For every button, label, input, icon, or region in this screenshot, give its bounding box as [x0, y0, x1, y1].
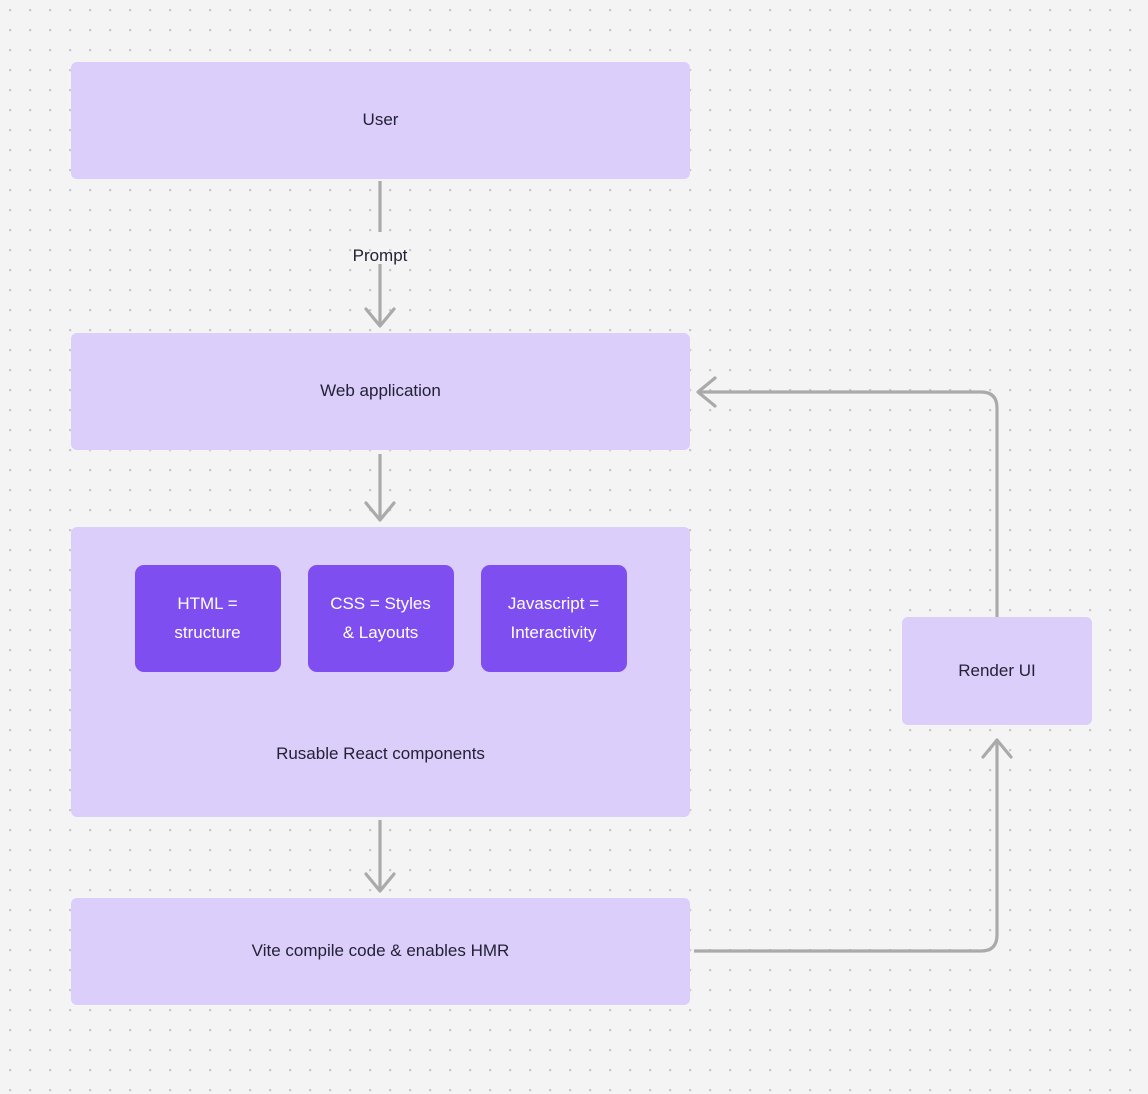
chip-css[interactable]: CSS = Styles & Layouts	[307, 565, 454, 672]
chip-css-label: CSS = Styles & Layouts	[330, 593, 431, 642]
edge-vite-to-render	[694, 738, 1013, 953]
chip-html-label: HTML = structure	[174, 593, 241, 642]
edge-render-to-webapp	[696, 376, 999, 617]
edge-label-prompt: Prompt	[352, 246, 408, 265]
edge-components-to-vite	[364, 820, 396, 893]
node-web-application-label: Web application	[320, 381, 441, 401]
chip-javascript[interactable]: Javascript = Interactivity	[480, 565, 627, 672]
node-render-ui[interactable]: Render UI	[902, 617, 1092, 725]
chip-javascript-label: Javascript = Interactivity	[507, 593, 600, 642]
node-vite[interactable]: Vite compile code & enables HMR	[71, 898, 690, 1005]
node-user-label: User	[362, 110, 399, 130]
edge-webapp-to-components	[364, 454, 396, 522]
node-vite-label: Vite compile code & enables HMR	[251, 941, 510, 961]
chip-row: HTML = structure CSS = Styles & Layouts …	[71, 565, 690, 672]
node-components-group[interactable]: HTML = structure CSS = Styles & Layouts …	[71, 527, 690, 817]
node-user[interactable]: User	[71, 62, 690, 179]
node-render-ui-label: Render UI	[958, 660, 1036, 680]
node-web-application[interactable]: Web application	[71, 333, 690, 450]
components-group-caption: Rusable React components	[276, 744, 485, 763]
chip-html[interactable]: HTML = structure	[134, 565, 281, 672]
